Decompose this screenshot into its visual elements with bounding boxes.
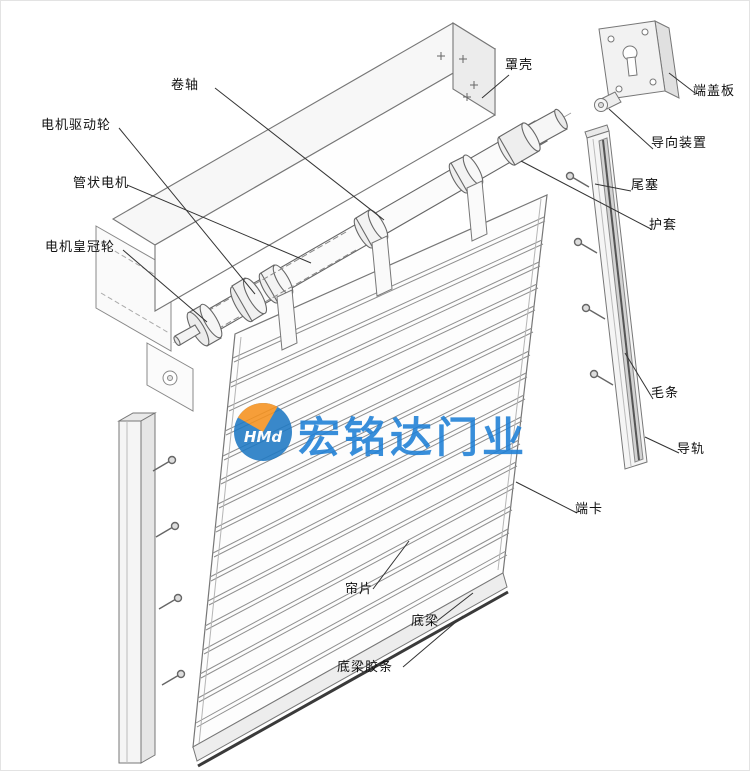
motor-crown-wheel xyxy=(173,303,223,347)
label-guide-device: 导向装置 xyxy=(651,136,708,151)
leader-cover-housing xyxy=(481,74,510,99)
leader-brush-strip xyxy=(624,352,654,400)
bottom-beam-rubber-strip xyxy=(197,590,509,768)
leader-end-clip xyxy=(515,481,578,514)
brush-strip-line xyxy=(602,139,640,461)
left-rail-screws xyxy=(152,455,186,686)
end-cover-plate xyxy=(598,20,680,100)
housing-screw-marks xyxy=(437,52,478,101)
left-guide-rail xyxy=(117,412,186,764)
bearing-bracket xyxy=(146,342,194,412)
label-bottom-beam: 底梁 xyxy=(411,614,440,629)
right-guide-rail xyxy=(565,124,648,470)
cover-housing xyxy=(111,22,497,312)
strap xyxy=(276,289,298,351)
screw xyxy=(573,237,598,254)
logo-orange-wedge xyxy=(237,403,278,432)
strap xyxy=(466,180,488,242)
hanging-straps xyxy=(276,180,488,351)
leader-guide-rail xyxy=(644,436,680,454)
screw xyxy=(158,593,183,610)
label-curtain-slat: 帘片 xyxy=(345,582,374,597)
label-bottom-beam-rubber: 底梁胶条 xyxy=(337,660,394,675)
label-brush-strip: 毛条 xyxy=(651,386,680,401)
leader-tubular-motor xyxy=(126,184,312,264)
leader-curtain-slat xyxy=(372,540,410,590)
label-motor-drive-wheel: 电机驱动轮 xyxy=(41,118,112,133)
watermark-logo: HMd xyxy=(234,403,292,461)
label-protective-sleeve: 护套 xyxy=(649,218,678,233)
leader-guide-device xyxy=(608,108,654,150)
motor-drive-wheel xyxy=(229,277,268,323)
tail-plug-screw xyxy=(565,171,590,188)
curtain-right-edge xyxy=(497,198,542,571)
watermark-brand-text: 宏铭达门业 xyxy=(298,413,529,462)
screw xyxy=(155,521,180,538)
label-end-clip: 端卡 xyxy=(575,502,604,517)
label-tail-plug: 尾塞 xyxy=(631,178,660,193)
leader-tail-plug xyxy=(594,183,632,192)
leader-protective-sleeve xyxy=(520,160,652,230)
label-roller-shaft: 卷轴 xyxy=(171,78,200,93)
screw xyxy=(152,455,177,472)
leader-roller-shaft xyxy=(214,87,385,221)
leader-motor-drive-wheel xyxy=(118,127,256,295)
label-motor-crown-wheel: 电机皇冠轮 xyxy=(45,240,116,255)
logo-letters: HMd xyxy=(244,428,282,446)
label-tubular-motor: 管状电机 xyxy=(73,176,130,191)
label-cover-housing: 罩壳 xyxy=(505,58,534,73)
curtain-left-edge xyxy=(198,336,242,745)
shaft-ring-2 xyxy=(353,209,389,249)
protective-sleeve-collar xyxy=(497,122,541,166)
shaft-ring-1 xyxy=(448,154,484,194)
screw xyxy=(589,369,614,386)
screw xyxy=(161,669,186,686)
leader-lines xyxy=(118,72,696,668)
shaft-ring-3 xyxy=(258,264,294,304)
label-end-cover-plate: 端盖板 xyxy=(693,84,736,99)
motor-axle-stub xyxy=(173,324,201,346)
roller-shaft xyxy=(193,108,568,339)
leader-bottom-beam-rubber xyxy=(402,615,464,668)
leader-motor-crown-wheel xyxy=(122,249,208,323)
bottom-beam xyxy=(192,572,509,768)
leader-bottom-beam xyxy=(436,592,474,622)
guide-device xyxy=(594,91,622,112)
right-rail-screws xyxy=(565,171,614,386)
leader-end-cover-plate xyxy=(668,72,696,94)
label-guide-rail: 导轨 xyxy=(677,442,706,457)
strap xyxy=(371,235,393,297)
screw xyxy=(581,303,606,320)
